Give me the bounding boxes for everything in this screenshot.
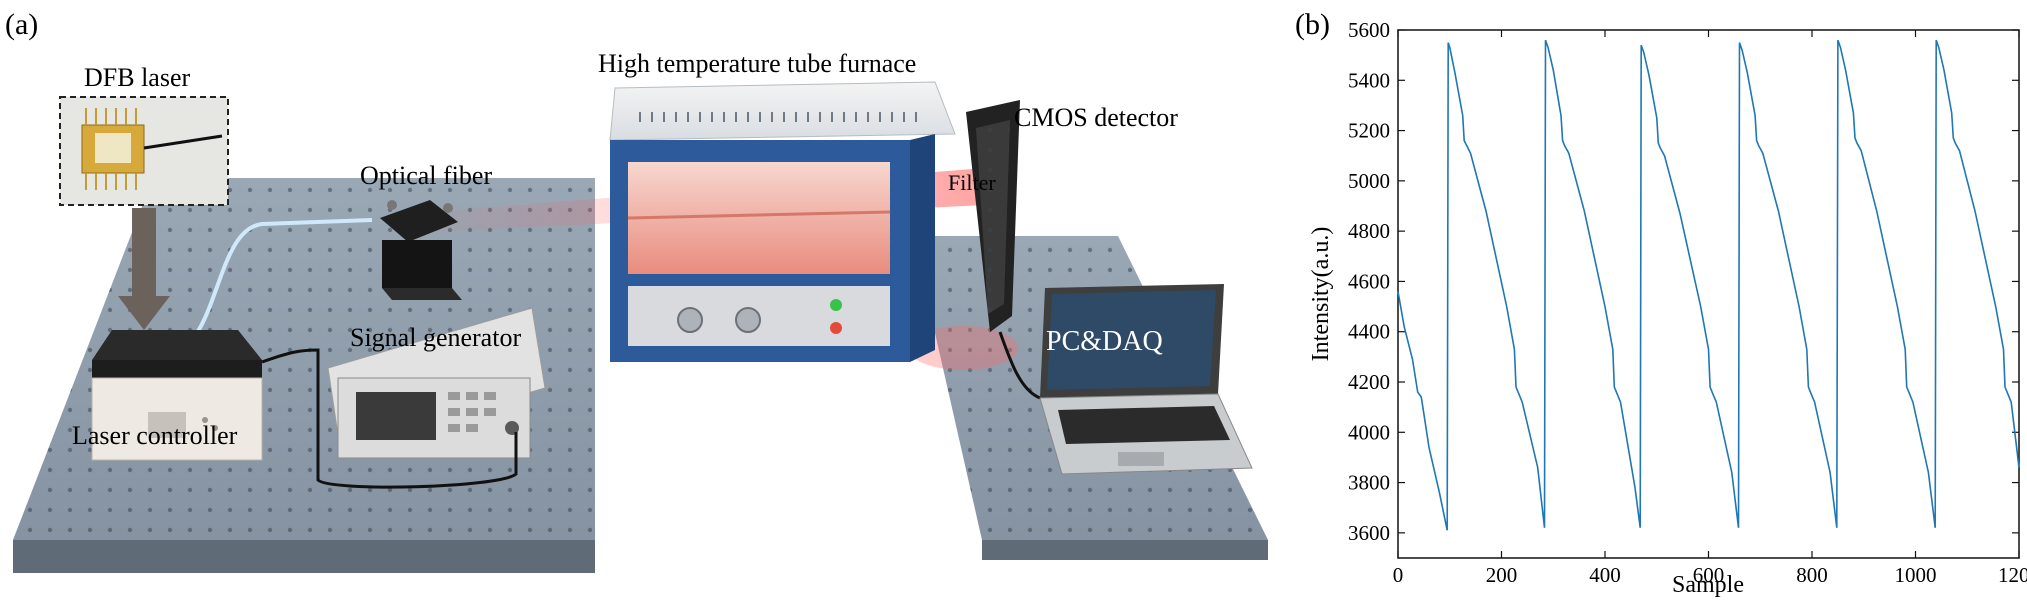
panel-b: (b) 0 200 400 600 800 1000 1200 3600 3800 4000 420… xyxy=(1295,8,2027,598)
beam-spot-table xyxy=(908,326,1018,370)
y-tick-label: 4000 xyxy=(1348,420,1390,444)
x-tick-label: 600 xyxy=(1693,563,1725,587)
fiber-cable xyxy=(193,218,373,338)
laser-controller xyxy=(91,330,263,461)
y-tick-label: 5200 xyxy=(1348,119,1390,143)
plot-frame xyxy=(1397,29,2020,559)
x-tick-label: 1000 xyxy=(1895,563,1937,587)
y-tick-label: 4600 xyxy=(1348,269,1390,293)
cmos-detector xyxy=(966,100,1020,332)
y-tick-label: 3600 xyxy=(1348,521,1390,545)
dfb-laser-inset xyxy=(59,96,229,206)
y-tick-label: 5600 xyxy=(1348,18,1390,42)
signal-cable xyxy=(261,348,518,489)
detector-cable xyxy=(998,331,1041,400)
dfb-laser-label: DFB laser xyxy=(84,63,191,92)
panel-a-label: (a) xyxy=(5,8,38,41)
y-tick-label: 4800 xyxy=(1348,219,1390,243)
x-axis-title: Sample xyxy=(1672,572,1744,598)
chart-marks: 0 200 400 600 800 1000 1200 3600 3800 4000 4200 440… xyxy=(1348,18,2027,587)
y-tick-label: 5000 xyxy=(1348,169,1390,193)
x-tick-label: 0 xyxy=(1393,563,1404,587)
signal-generator-label: Signal generator xyxy=(350,323,521,352)
x-tick-label: 800 xyxy=(1796,563,1828,587)
optical-fiber-label: Optical fiber xyxy=(360,161,492,190)
panel-b-label: (b) xyxy=(1295,8,1330,41)
y-axis-title: Intensity(a.u.) xyxy=(1308,227,1334,362)
down-arrow xyxy=(118,208,170,330)
y-tick-label: 4200 xyxy=(1348,370,1390,394)
fiber-collimator-mount xyxy=(380,200,462,300)
pc-daq-label: PC&DAQ xyxy=(1046,326,1163,357)
cmos-detector-label: CMOS detector xyxy=(1014,103,1178,132)
laptop-pc xyxy=(1039,284,1253,475)
x-tick-label: 400 xyxy=(1589,563,1621,587)
y-tick-label: 4400 xyxy=(1348,320,1390,344)
intensity-series-line xyxy=(1397,39,2020,531)
furnace-label: High temperature tube furnace xyxy=(598,49,916,78)
y-tick-label: 3800 xyxy=(1348,471,1390,495)
filter-label: Filter xyxy=(948,170,996,195)
x-tick-label: 200 xyxy=(1486,563,1518,587)
panel-a: (a) xyxy=(5,8,1268,573)
x-tick-label: 1200 xyxy=(1998,563,2027,587)
tube-furnace xyxy=(609,81,956,362)
signal-generator xyxy=(327,307,546,459)
laser-controller-label: Laser controller xyxy=(72,421,238,450)
y-tick-label: 5400 xyxy=(1348,68,1390,92)
